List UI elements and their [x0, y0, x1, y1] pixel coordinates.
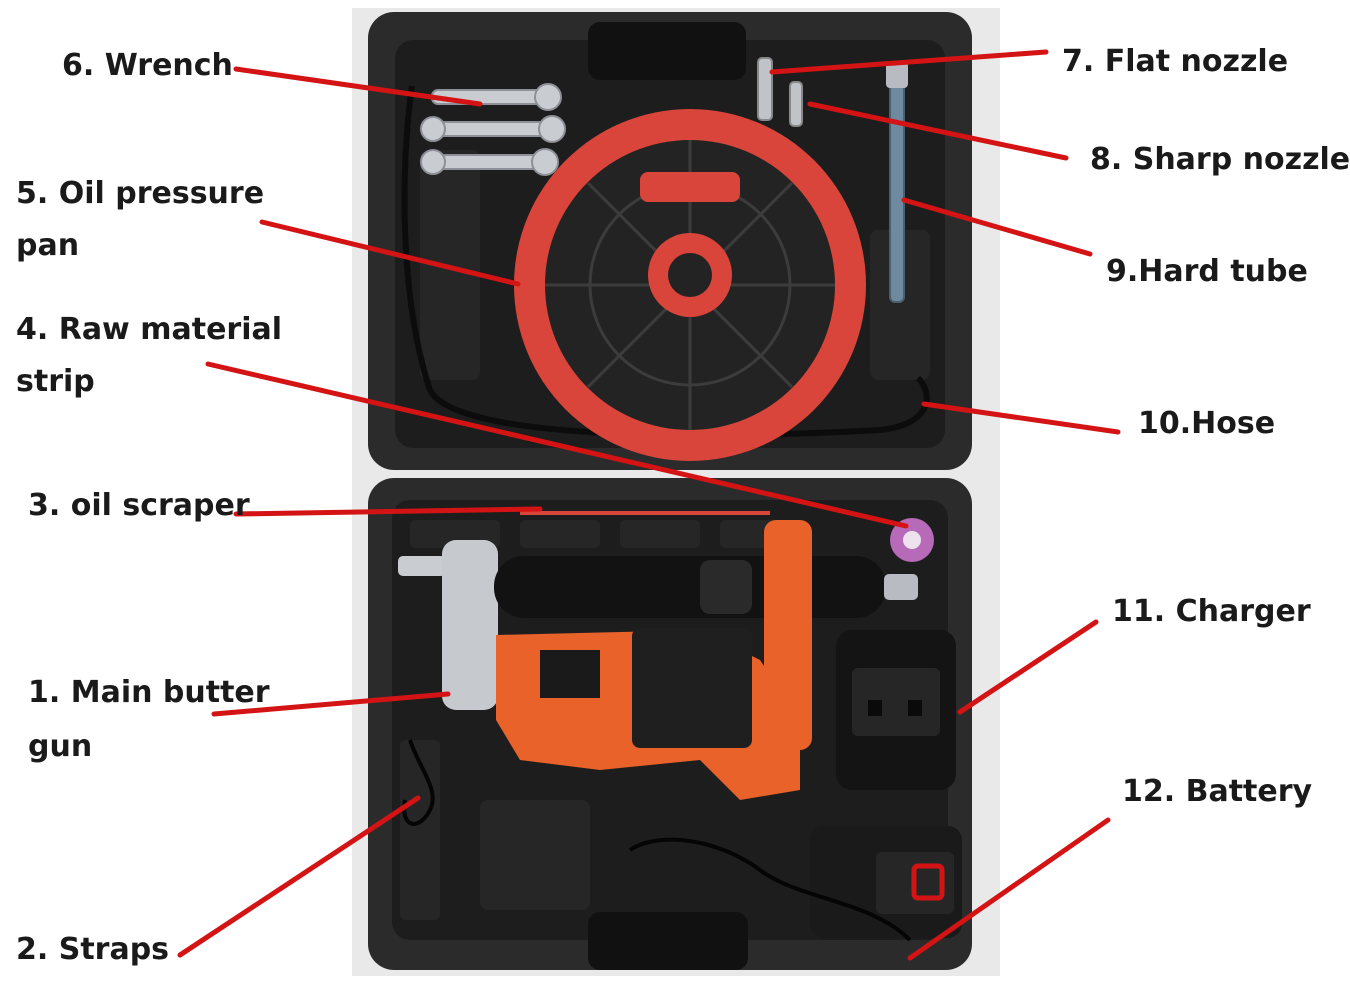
charger: [836, 630, 956, 790]
label-oil-pressure-pan-cont: pan: [16, 228, 80, 263]
label-raw-material-strip: 4. Raw material: [16, 312, 283, 347]
label-oil-scraper: 3. oil scraper: [28, 488, 250, 523]
pointer-wrench: [233, 66, 483, 107]
label-oil-pressure-pan: 5. Oil pressure: [16, 176, 265, 211]
label-hose: 10.Hose: [1138, 406, 1276, 441]
pointer-raw-material-strip: [205, 361, 909, 529]
label-wrench: 6. Wrench: [62, 48, 233, 83]
label-flat-nozzle: 7. Flat nozzle: [1062, 44, 1289, 79]
label-battery: 12. Battery: [1122, 774, 1313, 809]
pointer-flat-nozzle: [769, 49, 1049, 75]
label-raw-material-strip-cont: strip: [16, 364, 95, 399]
pointer-straps: [177, 795, 421, 958]
label-main-butter-gun: 1. Main butter: [28, 675, 270, 710]
label-straps: 2. Straps: [16, 932, 170, 967]
straps: [402, 739, 435, 826]
pointer-hose: [921, 401, 1121, 435]
case-top-handle: [588, 22, 746, 80]
label-main-butter-gun-cont: gun: [28, 729, 93, 764]
case-bottom-handle: [588, 912, 748, 970]
label-charger: 11. Charger: [1112, 594, 1311, 629]
label-hard-tube: 9.Hard tube: [1106, 254, 1308, 289]
grease-gun: [398, 520, 918, 800]
hose: [401, 85, 930, 439]
lid-recess-right: [870, 230, 930, 380]
pointer-battery: [907, 817, 1111, 961]
pointer-lines: [177, 49, 1121, 961]
raw-material-strip: [890, 518, 934, 562]
battery: [810, 826, 962, 938]
pointer-oil-scraper: [233, 506, 543, 517]
pointer-sharp-nozzle: [807, 101, 1069, 161]
oil-pressure-pan: [514, 109, 866, 461]
hard-tube: [886, 62, 908, 303]
nozzles: [757, 57, 803, 127]
pointer-main-butter-gun: [211, 691, 451, 717]
pointer-hard-tube: [901, 197, 1093, 257]
pointer-oil-pressure-pan: [259, 219, 521, 287]
pointer-charger: [957, 619, 1099, 715]
label-sharp-nozzle: 8. Sharp nozzle: [1090, 142, 1350, 177]
charger-cable: [628, 837, 912, 942]
